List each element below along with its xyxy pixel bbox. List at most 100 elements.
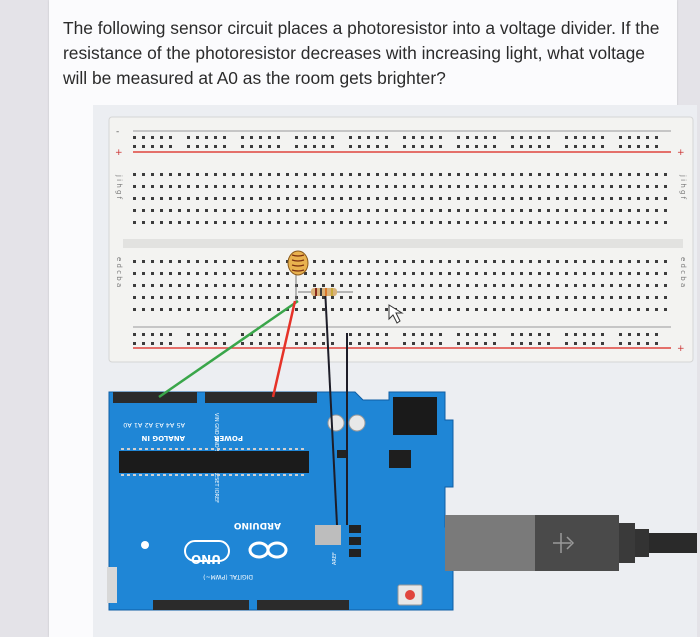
breadboard-hole	[574, 173, 577, 176]
breadboard-hole	[196, 342, 199, 345]
breadboard-hole	[484, 185, 487, 188]
breadboard-hole	[439, 296, 442, 299]
breadboard-hole	[511, 308, 514, 311]
breadboard-hole	[583, 136, 586, 139]
breadboard-hole	[142, 221, 145, 224]
breadboard-hole	[403, 284, 406, 287]
breadboard-hole	[610, 272, 613, 275]
breadboard-hole	[160, 260, 163, 263]
breadboard-hole	[628, 260, 631, 263]
breadboard-hole	[421, 284, 424, 287]
breadboard-hole	[511, 260, 514, 263]
breadboard-hole	[277, 260, 280, 263]
breadboard-hole	[493, 145, 496, 148]
digital-label: DIGITAL (PWM~)	[203, 573, 253, 580]
board-led	[141, 541, 149, 549]
breadboard-hole	[304, 173, 307, 176]
breadboard-hole	[250, 173, 253, 176]
breadboard-hole	[241, 308, 244, 311]
breadboard-hole	[493, 197, 496, 200]
breadboard-hole	[520, 272, 523, 275]
breadboard-hole	[655, 197, 658, 200]
breadboard-hole	[385, 272, 388, 275]
breadboard-hole	[205, 197, 208, 200]
breadboard-hole	[592, 296, 595, 299]
breadboard-hole	[178, 173, 181, 176]
breadboard-hole	[268, 333, 271, 336]
breadboard-hole	[277, 173, 280, 176]
breadboard-hole	[349, 296, 352, 299]
breadboard-hole	[322, 221, 325, 224]
breadboard-hole	[403, 145, 406, 148]
breadboard-hole	[214, 284, 217, 287]
breadboard-hole	[358, 173, 361, 176]
breadboard-hole	[529, 136, 532, 139]
breadboard-hole	[268, 136, 271, 139]
breadboard-hole	[439, 284, 442, 287]
breadboard-hole	[151, 260, 154, 263]
breadboard-hole	[655, 260, 658, 263]
breadboard-hole	[250, 185, 253, 188]
breadboard-hole	[439, 209, 442, 212]
breadboard-hole	[376, 136, 379, 139]
analog-header	[113, 392, 197, 403]
breadboard-hole	[475, 260, 478, 263]
breadboard-hole	[457, 197, 460, 200]
breadboard-hole	[160, 296, 163, 299]
breadboard-hole	[520, 260, 523, 263]
breadboard-hole	[187, 333, 190, 336]
breadboard-hole	[601, 136, 604, 139]
breadboard-hole	[178, 209, 181, 212]
breadboard-hole	[601, 221, 604, 224]
breadboard-hole	[169, 333, 172, 336]
breadboard-hole	[322, 260, 325, 263]
breadboard-hole	[385, 308, 388, 311]
breadboard-hole	[493, 173, 496, 176]
breadboard-hole	[646, 296, 649, 299]
breadboard-hole	[511, 342, 514, 345]
breadboard-hole	[493, 260, 496, 263]
breadboard: + - + + j i h g f e d c b a j i h g f e …	[108, 116, 694, 363]
breadboard-hole	[286, 284, 289, 287]
breadboard-hole	[322, 145, 325, 148]
breadboard-hole	[367, 209, 370, 212]
breadboard-hole	[547, 296, 550, 299]
breadboard-hole	[331, 136, 334, 139]
breadboard-hole	[133, 185, 136, 188]
breadboard-hole	[403, 209, 406, 212]
breadboard-hole	[331, 333, 334, 336]
breadboard-hole	[295, 185, 298, 188]
breadboard-hole	[412, 197, 415, 200]
breadboard-hole	[160, 197, 163, 200]
breadboard-hole	[205, 145, 208, 148]
breadboard-hole	[214, 173, 217, 176]
breadboard-hole	[421, 272, 424, 275]
breadboard-hole	[457, 221, 460, 224]
breadboard-hole	[169, 308, 172, 311]
center-channel	[123, 239, 683, 248]
usb-plug-body	[535, 515, 619, 571]
rail-plus-label: +	[115, 148, 123, 158]
breadboard-hole	[322, 284, 325, 287]
breadboard-hole	[250, 272, 253, 275]
breadboard-hole	[421, 136, 424, 139]
breadboard-hole	[475, 145, 478, 148]
chip-small-3	[349, 549, 361, 557]
breadboard-hole	[151, 209, 154, 212]
breadboard-hole	[277, 136, 280, 139]
aref-label: AREF	[332, 552, 338, 565]
breadboard-hole	[259, 136, 262, 139]
breadboard-hole	[547, 185, 550, 188]
breadboard-hole	[466, 197, 469, 200]
breadboard-hole	[196, 197, 199, 200]
breadboard-hole	[196, 145, 199, 148]
breadboard-hole	[286, 185, 289, 188]
breadboard-hole	[403, 272, 406, 275]
wire-black-1	[324, 287, 338, 526]
breadboard-hole	[475, 342, 478, 345]
breadboard-hole	[376, 260, 379, 263]
breadboard-hole	[529, 260, 532, 263]
breadboard-hole	[394, 221, 397, 224]
breadboard-hole	[133, 308, 136, 311]
breadboard-hole	[187, 260, 190, 263]
